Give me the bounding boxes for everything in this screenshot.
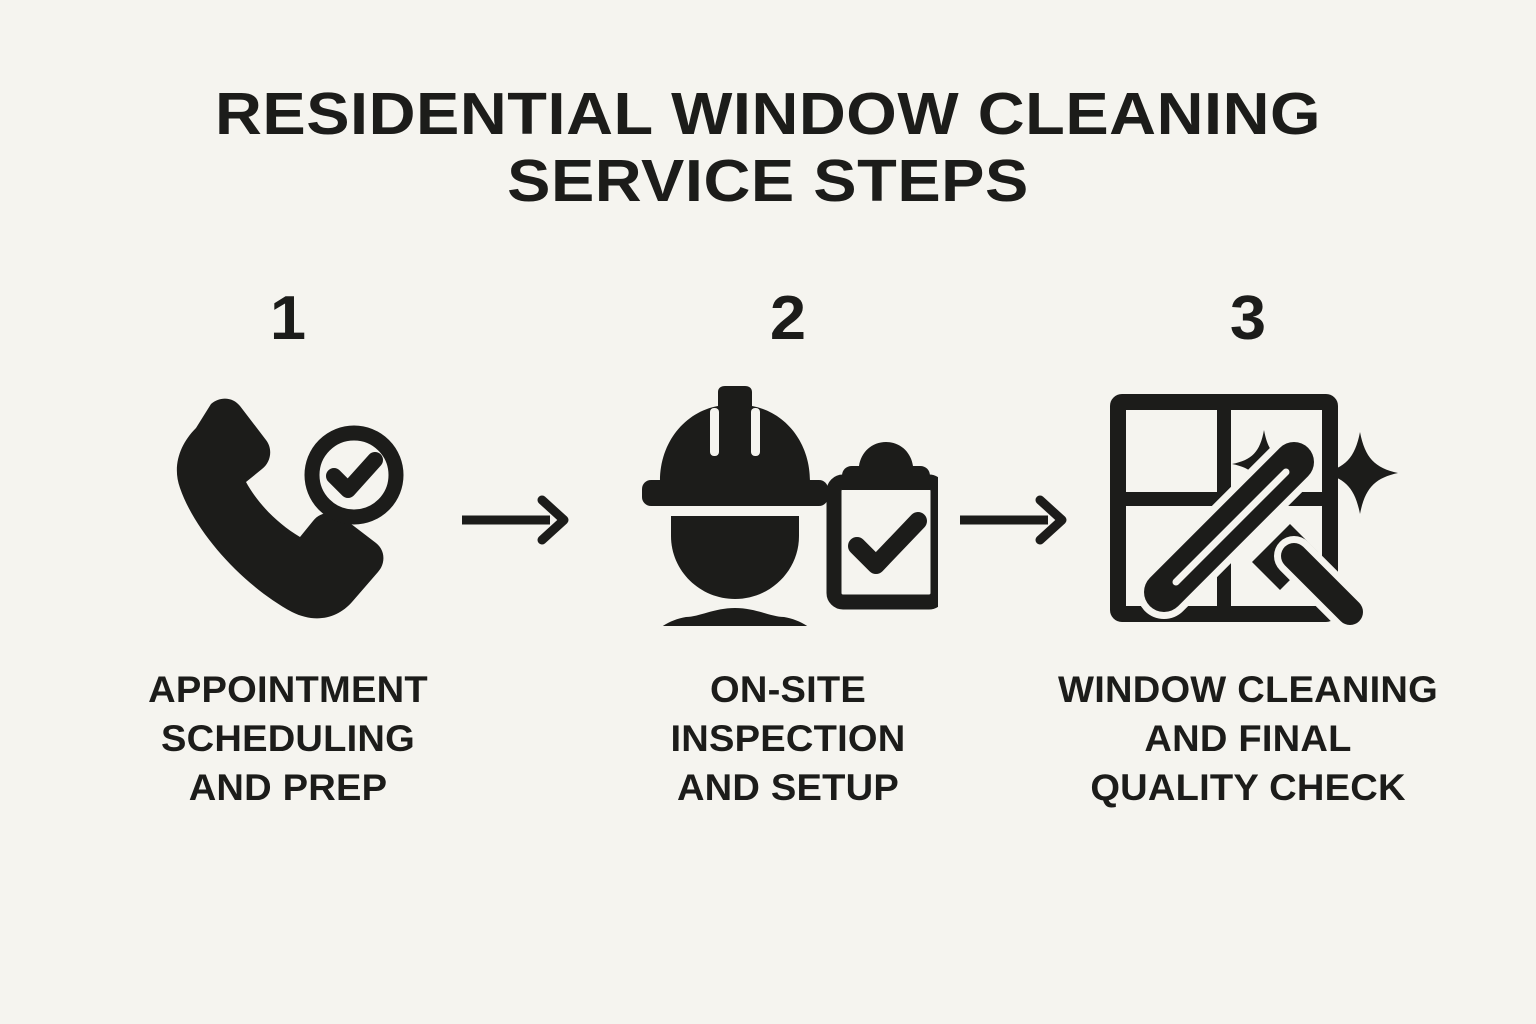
step-2-caption-line-3: AND SETUP bbox=[676, 766, 900, 808]
step-2: 2 bbox=[578, 288, 998, 812]
title-line-2: SERVICE STEPS bbox=[507, 147, 1029, 214]
step-3-icon-stage bbox=[1038, 386, 1458, 636]
title-line-1: RESIDENTIAL WINDOW CLEANING bbox=[214, 81, 1322, 147]
arrow-step2-to-step3-icon bbox=[960, 495, 1067, 545]
step-3-caption-line-2: AND FINAL bbox=[1144, 717, 1352, 759]
step-2-caption-line-1: ON-SITE bbox=[709, 669, 867, 710]
check-circle-icon bbox=[304, 425, 404, 525]
sparkle-outer-icon bbox=[1322, 432, 1398, 514]
window-squeegee-sparkle-icon bbox=[1110, 394, 1398, 632]
step-1-icon-stage bbox=[78, 386, 498, 636]
step-2-icon-stage bbox=[578, 386, 998, 636]
phone-check-icon bbox=[176, 398, 404, 619]
step-1: 1 APPOINTMENT SCHEDULING AND P bbox=[78, 288, 498, 812]
steps-row: 1 APPOINTMENT SCHEDULING AND P bbox=[0, 288, 1536, 848]
clipboard-check-icon bbox=[826, 442, 938, 610]
step-2-caption-line-2: INSPECTION bbox=[670, 717, 906, 759]
squeegee-icon bbox=[1137, 435, 1370, 632]
step-3-caption-line-1: WINDOW CLEANING bbox=[1058, 669, 1438, 710]
step-1-caption-line-1: APPOINTMENT bbox=[148, 669, 428, 710]
step-2-caption: ON-SITE INSPECTION AND SETUP bbox=[572, 666, 1005, 812]
step-1-caption-line-2: SCHEDULING bbox=[160, 717, 416, 759]
step-1-number: 1 bbox=[269, 284, 307, 353]
step-3: 3 bbox=[1038, 288, 1458, 812]
hard-hat-worker-icon bbox=[642, 386, 828, 626]
step-2-number: 2 bbox=[769, 284, 807, 353]
step-3-number: 3 bbox=[1229, 284, 1267, 353]
step-1-caption: APPOINTMENT SCHEDULING AND PREP bbox=[72, 666, 505, 812]
step-1-caption-line-3: AND PREP bbox=[188, 766, 388, 808]
arrow-step1-to-step2-icon bbox=[462, 495, 569, 545]
step-3-caption: WINDOW CLEANING AND FINAL QUALITY CHECK bbox=[1032, 666, 1465, 812]
step-3-caption-line-3: QUALITY CHECK bbox=[1090, 766, 1406, 808]
poster-title: RESIDENTIAL WINDOW CLEANING SERVICE STEP… bbox=[0, 84, 1536, 212]
worker-clipboard-icon bbox=[642, 386, 938, 626]
